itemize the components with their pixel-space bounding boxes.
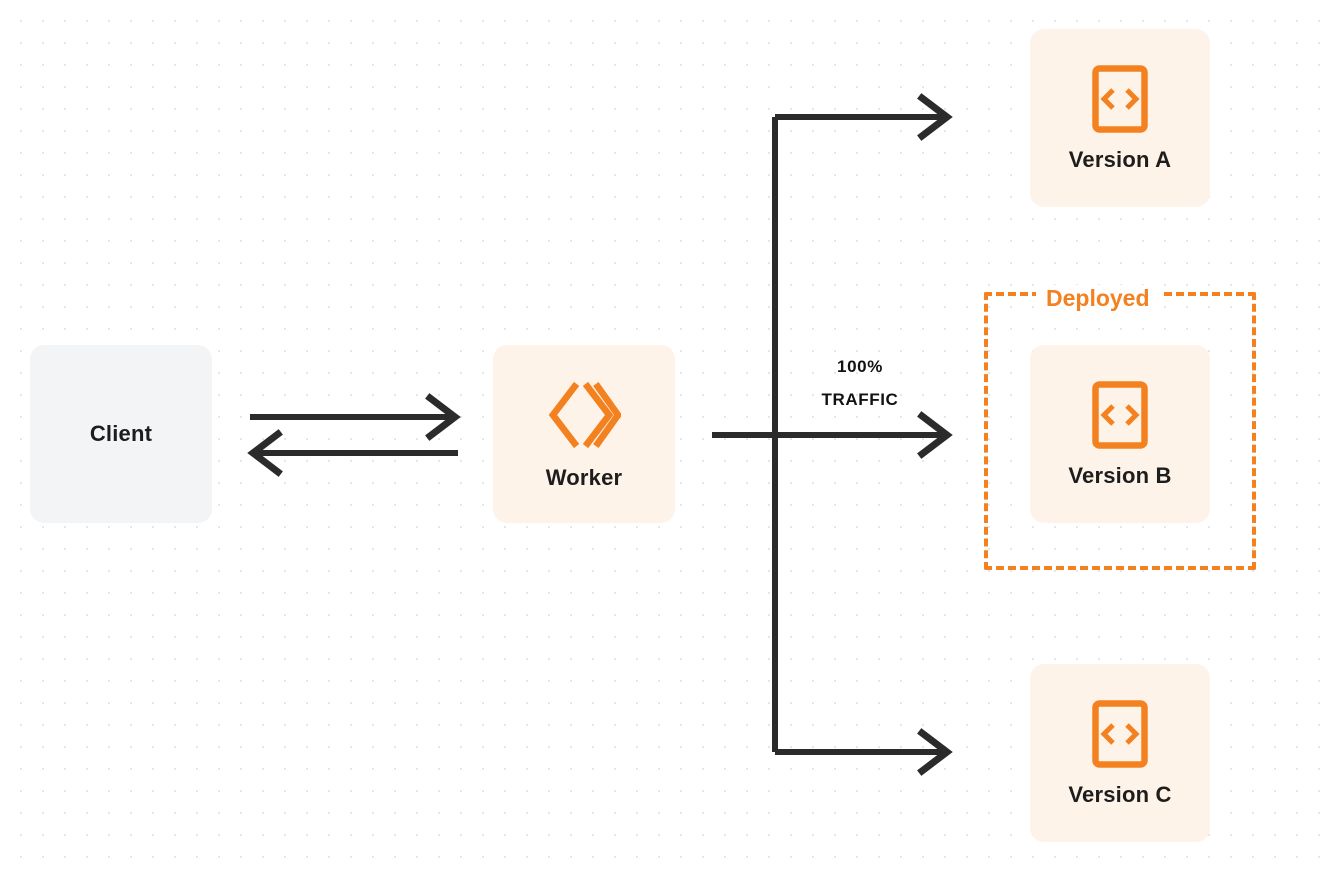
connector-worker-to-version-a <box>775 93 953 141</box>
node-version-b-label: Version B <box>1068 462 1172 488</box>
code-document-icon <box>1091 699 1149 769</box>
node-version-a[interactable]: Version A <box>1030 29 1210 207</box>
traffic-word: TRAFFIC <box>821 390 899 409</box>
traffic-percent: 100% <box>837 357 883 376</box>
traffic-label: 100% TRAFFIC <box>790 350 930 416</box>
deployed-label: Deployed <box>1036 285 1160 311</box>
node-version-c-label: Version C <box>1068 781 1172 807</box>
connector-worker-trunk <box>712 117 778 752</box>
connector-client-to-worker <box>250 393 461 441</box>
node-version-a-label: Version A <box>1068 146 1172 172</box>
code-document-icon <box>1091 380 1149 450</box>
connector-worker-to-version-b <box>775 411 953 459</box>
code-document-icon <box>1091 64 1149 134</box>
node-client-label: Client <box>89 420 153 446</box>
node-version-c[interactable]: Version C <box>1030 664 1210 842</box>
node-client[interactable]: Client <box>30 345 212 523</box>
connector-worker-to-version-c <box>775 728 953 776</box>
node-worker[interactable]: Worker <box>493 345 675 523</box>
node-version-b[interactable]: Version B <box>1030 345 1210 523</box>
cloudflare-workers-logo-icon <box>547 378 623 452</box>
connector-worker-to-client <box>247 429 458 477</box>
node-worker-label: Worker <box>545 464 623 490</box>
